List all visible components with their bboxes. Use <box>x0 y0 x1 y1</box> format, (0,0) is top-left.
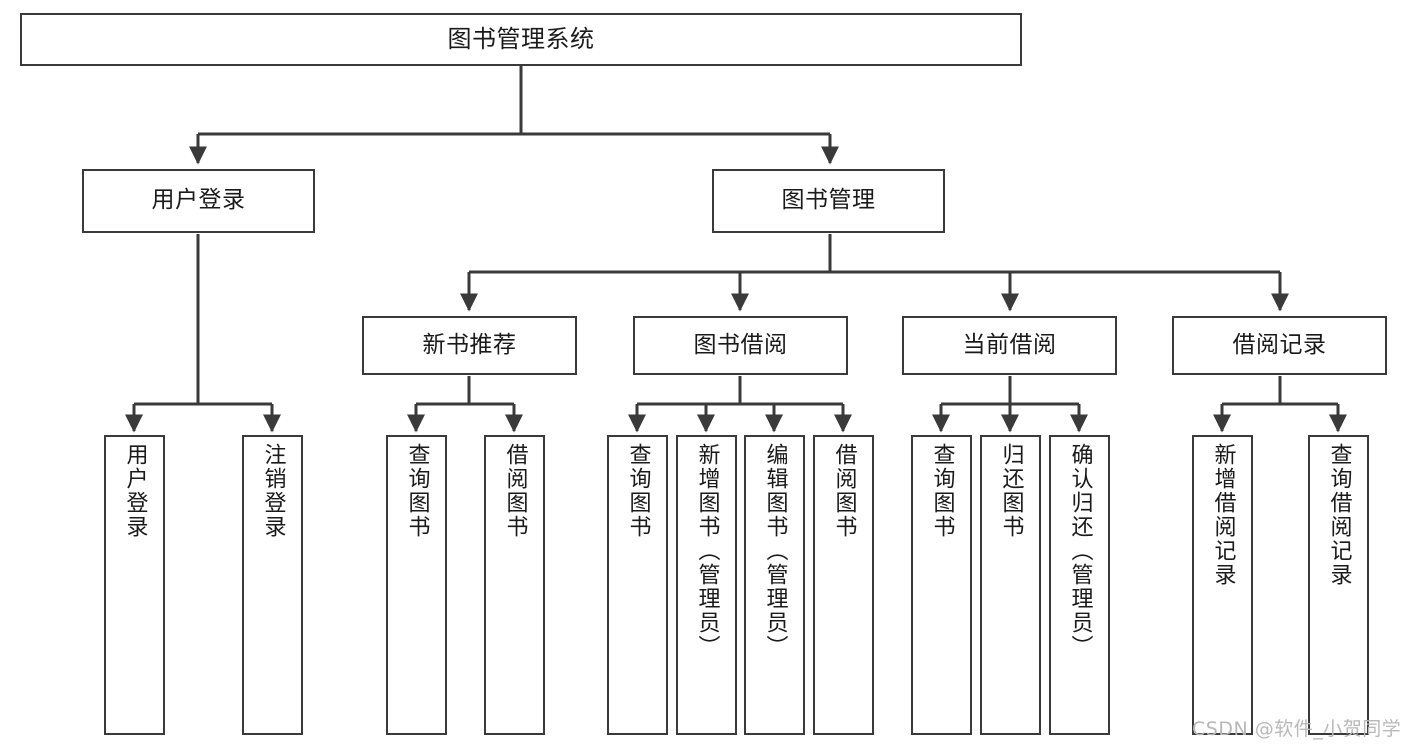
node-label: 归还图书 <box>998 443 1024 539</box>
node-user-login[interactable]: 用户登录 <box>82 169 315 233</box>
node-label: 图书管理系统 <box>447 25 595 54</box>
node-leaf-borrow-book-2[interactable]: 借阅图书 <box>813 435 874 735</box>
node-label: 用户登录 <box>151 187 246 214</box>
node-label: 查询图书 <box>625 443 651 539</box>
node-label: 新增借阅记录 <box>1210 443 1236 587</box>
csdn-watermark: CSDN @软件_小贺同学 <box>1192 718 1402 740</box>
node-borrow-record[interactable]: 借阅记录 <box>1172 316 1387 375</box>
node-label: 图书借阅 <box>693 331 788 358</box>
node-leaf-return-book[interactable]: 归还图书 <box>980 435 1041 735</box>
node-label: 用户登录 <box>122 443 148 539</box>
node-leaf-edit-book[interactable]: 编辑图书（管理员） <box>744 435 805 735</box>
node-label: 借阅图书 <box>502 443 528 539</box>
node-label: 新增图书（管理员） <box>694 443 720 659</box>
node-leaf-add-record[interactable]: 新增借阅记录 <box>1192 435 1253 735</box>
node-book-manage[interactable]: 图书管理 <box>712 169 945 233</box>
node-label: 当前借阅 <box>962 331 1057 358</box>
node-leaf-add-book[interactable]: 新增图书（管理员） <box>676 435 737 735</box>
node-label: 查询图书 <box>404 443 430 539</box>
node-leaf-query-record[interactable]: 查询借阅记录 <box>1308 435 1369 735</box>
node-label: 借阅图书 <box>831 443 857 539</box>
node-label: 借阅记录 <box>1232 331 1327 358</box>
node-current-borrow[interactable]: 当前借阅 <box>902 316 1117 375</box>
node-book-borrow[interactable]: 图书借阅 <box>633 316 848 375</box>
node-leaf-user-login[interactable]: 用户登录 <box>104 435 165 735</box>
node-new-book-recommend[interactable]: 新书推荐 <box>362 316 577 375</box>
node-label: 图书管理 <box>781 187 876 214</box>
node-label: 确认归还（管理员） <box>1067 443 1093 659</box>
node-leaf-confirm-return[interactable]: 确认归还（管理员） <box>1049 435 1110 735</box>
node-label: 新书推荐 <box>422 331 517 358</box>
node-leaf-query-book-2[interactable]: 查询图书 <box>607 435 668 735</box>
node-leaf-borrow-book-1[interactable]: 借阅图书 <box>484 435 545 735</box>
node-label: 查询借阅记录 <box>1326 443 1352 587</box>
node-leaf-query-book-1[interactable]: 查询图书 <box>386 435 447 735</box>
node-label: 查询图书 <box>929 443 955 539</box>
node-root-system[interactable]: 图书管理系统 <box>20 13 1022 66</box>
node-leaf-user-logout[interactable]: 注销登录 <box>242 435 303 735</box>
node-leaf-query-book-3[interactable]: 查询图书 <box>911 435 972 735</box>
node-label: 注销登录 <box>260 443 286 539</box>
node-label: 编辑图书（管理员） <box>762 443 788 659</box>
